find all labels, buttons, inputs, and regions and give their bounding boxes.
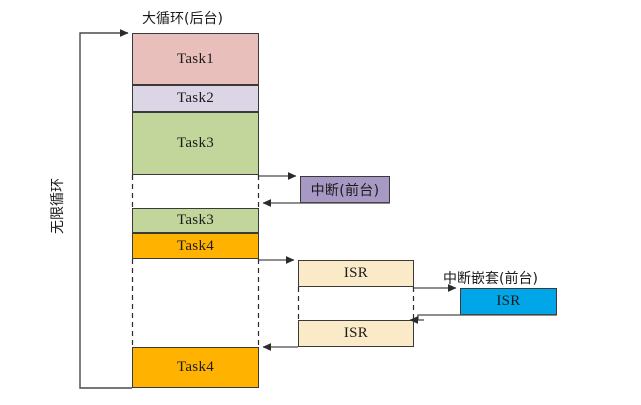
isr-box-upper: ISR: [298, 260, 414, 287]
task-box-task4-second: Task4: [132, 347, 259, 388]
isr-box-nested: ISR: [460, 288, 557, 315]
title-background-loop: 大循环(后台): [142, 11, 223, 27]
task-box-task2: Task2: [132, 85, 259, 112]
dashed-guides-isr: [297, 287, 415, 320]
task-box-task4-first: Task4: [132, 233, 259, 259]
infinite-loop-path: [79, 29, 132, 389]
infinite-loop-label: 无限循环: [50, 178, 66, 234]
task-box-task3-first: Task3: [132, 112, 259, 175]
title-nested-interrupt: 中断嵌套(前台): [443, 271, 538, 287]
task-box-task3-second: Task3: [132, 208, 259, 233]
isr-box-lower: ISR: [298, 320, 414, 347]
task-box-task1: Task1: [132, 33, 259, 85]
interrupt-box: 中断(前台): [300, 176, 390, 203]
dashed-guides-background: [131, 175, 260, 347]
arrow-nested-isr-to-isr-lower: [409, 314, 557, 324]
